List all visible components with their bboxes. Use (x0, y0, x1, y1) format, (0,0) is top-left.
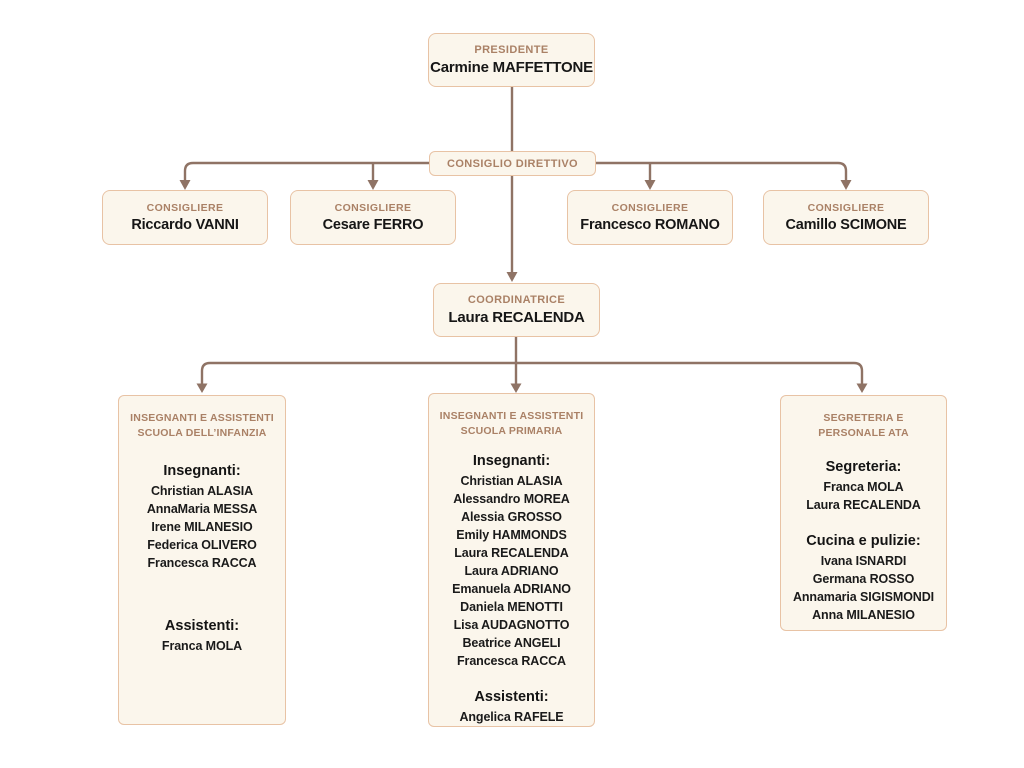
councilor-box: CONSIGLIERE Cesare FERRO (290, 190, 456, 245)
councilor-role-label: CONSIGLIERE (611, 202, 689, 214)
member-name: Christian ALASIA (460, 474, 563, 488)
department-title-line1: SEGRETERIA E (823, 412, 904, 424)
department-sections: Insegnanti: Christian ALASIA Alessandro MO… (433, 451, 590, 726)
arrowhead (367, 180, 379, 190)
coordinator-name: Laura RECALENDA (448, 309, 585, 326)
section-heading: Cucina e pulizie: (806, 533, 921, 549)
councilor-name: Riccardo VANNI (131, 217, 239, 233)
department-sections: Insegnanti: Christian ALASIA AnnaMaria MES… (123, 461, 281, 655)
councilor-role-label: CONSIGLIERE (807, 202, 885, 214)
member-name: Franca MOLA (823, 480, 904, 494)
board-label: CONSIGLIO DIRETTIVO (446, 157, 579, 170)
member-name: Federica OLIVERO (147, 538, 257, 552)
member-section: Segreteria: Franca MOLA Laura RECALENDA (785, 457, 942, 514)
member-section: Insegnanti: Christian ALASIA AnnaMaria MES… (123, 461, 281, 572)
councilor-name: Cesare FERRO (322, 217, 424, 233)
member-section: Cucina e pulizie: Ivana ISNARDI Germana RO… (785, 531, 942, 624)
department-title-line2: PERSONALE ATA (818, 427, 909, 439)
arrowhead (840, 180, 852, 190)
member-name: Laura ADRIANO (464, 564, 559, 578)
member-name: Lisa AUDAGNOTTO (453, 618, 570, 632)
member-name: Franca MOLA (161, 639, 243, 653)
department-box-segreteria: SEGRETERIA E PERSONALE ATA Segreteria: Fr… (780, 395, 947, 631)
member-name: Germana ROSSO (812, 572, 915, 586)
arrowhead (196, 383, 208, 393)
coordinator-box: COORDINATRICE Laura RECALENDA (433, 283, 600, 337)
president-name: Carmine MAFFETTONE (430, 59, 593, 76)
section-heading: Assistenti: (474, 689, 549, 705)
department-box-infanzia: INSEGNANTI E ASSISTENTI SCUOLA DELL’INFA… (118, 395, 286, 725)
board-box: CONSIGLIO DIRETTIVO (429, 151, 596, 176)
department-title-line1: INSEGNANTI E ASSISTENTI (439, 410, 584, 422)
councilor-box: CONSIGLIERE Francesco ROMANO (567, 190, 733, 245)
department-sections: Segreteria: Franca MOLA Laura RECALENDA Cuc… (785, 457, 942, 624)
president-box: PRESIDENTE Carmine MAFFETTONE (428, 33, 595, 87)
member-section: Assistenti: Angelica RAFELE (433, 687, 590, 726)
councilor-name: Francesco ROMANO (580, 217, 720, 233)
section-heading: Assistenti: (164, 618, 240, 634)
arrowhead (179, 180, 191, 190)
department-title-line2: SCUOLA PRIMARIA (460, 425, 563, 437)
member-name: Angelica RAFELE (459, 710, 564, 724)
councilor-role-label: CONSIGLIERE (334, 202, 412, 214)
arrowhead (506, 272, 518, 282)
section-heading: Segreteria: (825, 459, 902, 475)
member-name: Irene MILANESIO (151, 520, 253, 534)
councilor-box: CONSIGLIERE Riccardo VANNI (102, 190, 268, 245)
arrowhead (644, 180, 656, 190)
member-name: Laura RECALENDA (806, 498, 921, 512)
councilor-role-label: CONSIGLIERE (146, 202, 224, 214)
member-name: Anna MILANESIO (812, 608, 915, 622)
member-name: Emily HAMMONDS (456, 528, 567, 542)
department-box-primaria: INSEGNANTI E ASSISTENTI SCUOLA PRIMARIA … (428, 393, 595, 727)
department-title-line2: SCUOLA DELL’INFANZIA (137, 427, 267, 439)
member-name: Ivana ISNARDI (820, 554, 907, 568)
section-heading: Insegnanti: (163, 463, 241, 479)
coordinator-role-label: COORDINATRICE (467, 294, 566, 306)
member-name: Alessia GROSSO (461, 510, 562, 524)
member-name: Alessandro MOREA (453, 492, 570, 506)
member-name: Daniela MENOTTI (460, 600, 563, 614)
member-name: Francesca RACCA (457, 654, 566, 668)
section-heading: Insegnanti: (472, 453, 551, 469)
member-name: Francesca RACCA (147, 556, 257, 570)
member-name: Beatrice ANGELI (462, 636, 561, 650)
member-section: Assistenti: Franca MOLA (123, 616, 281, 655)
member-name: Christian ALASIA (150, 484, 254, 498)
connector-lower-rail (200, 361, 864, 384)
councilor-box: CONSIGLIERE Camillo SCIMONE (763, 190, 929, 245)
president-role-label: PRESIDENTE (474, 44, 549, 56)
member-section: Insegnanti: Christian ALASIA Alessandro MO… (433, 451, 590, 670)
member-name: Laura RECALENDA (454, 546, 569, 560)
department-title-line1: INSEGNANTI E ASSISTENTI (130, 412, 274, 424)
councilor-name: Camillo SCIMONE (785, 217, 907, 233)
member-name: Annamaria SIGISMONDI (792, 590, 935, 604)
member-name: Emanuela ADRIANO (452, 582, 571, 596)
arrowhead (856, 383, 868, 393)
member-name: AnnaMaria MESSA (146, 502, 258, 516)
arrowhead (510, 383, 522, 393)
